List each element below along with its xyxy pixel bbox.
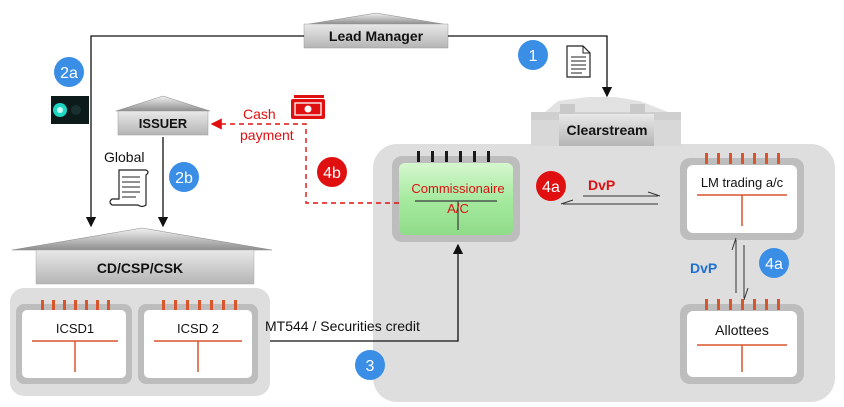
global-note-scroll-icon (109, 169, 149, 208)
cash-label: Cash (243, 106, 276, 122)
issuer-building: ISSUER (115, 95, 211, 136)
commissionaire-label: Commissionaire (411, 181, 504, 196)
svg-text:2b: 2b (175, 170, 193, 187)
clearstream-label: Clearstream (567, 122, 648, 138)
step-badge-4a-allottees: 4a (759, 248, 789, 278)
commissionaire-ac-label: A/C (447, 201, 469, 216)
dvp-horizontal-arrows (560, 191, 661, 205)
lm-trading-account: LM trading a/c (680, 153, 804, 240)
icsd1-account: ICSD1 (16, 300, 132, 384)
icsd1-label: ICSD1 (56, 321, 94, 336)
arrow-cash-payment (210, 118, 399, 204)
lead-manager-label: Lead Manager (329, 28, 424, 44)
document-icon (566, 45, 591, 78)
dvp-vertical-label: DvP (690, 260, 717, 276)
payment-label: payment (240, 127, 294, 143)
step-badge-3: 3 (355, 350, 385, 380)
dvp-horizontal-label: DvP (588, 177, 615, 193)
svg-text:2a: 2a (60, 65, 78, 82)
icsd2-account: ICSD 2 (138, 300, 258, 384)
traffic-light-icon (51, 96, 89, 124)
cash-icon (291, 95, 325, 119)
dvp-vertical-arrows (731, 237, 749, 301)
commissionaire-account: Commissionaire A/C (392, 151, 520, 242)
allottees-account: Allottees (680, 299, 804, 384)
lead-manager-building: Lead Manager (303, 12, 449, 49)
arrow-mt544-to-commissionaire (270, 243, 464, 342)
svg-text:4b: 4b (323, 165, 341, 182)
arrow-lead-manager-to-clearstream (448, 35, 613, 98)
svg-text:3: 3 (366, 358, 375, 375)
mt544-label: MT544 / Securities credit (265, 318, 420, 334)
cd-csp-csk-building: CD/CSP/CSK (11, 227, 273, 285)
allottees-label: Allottees (715, 322, 769, 338)
step-badge-4a-dvp: 4a (536, 171, 566, 201)
issuer-label: ISSUER (139, 116, 188, 131)
step-badge-2b: 2b (169, 162, 199, 192)
arrow-lead-manager-to-cd (85, 35, 304, 228)
global-label: Global (104, 149, 144, 165)
svg-text:4a: 4a (542, 179, 560, 196)
icsd2-label: ICSD 2 (177, 321, 219, 336)
step-badge-2a: 2a (54, 57, 84, 87)
svg-text:1: 1 (529, 48, 538, 65)
lm-trading-label: LM trading a/c (701, 175, 784, 190)
step-badge-1: 1 (518, 40, 548, 70)
clearstream-building: Clearstream (531, 97, 681, 146)
step-badge-4b: 4b (317, 157, 347, 187)
svg-text:4a: 4a (765, 256, 783, 273)
cd-csp-csk-label: CD/CSP/CSK (97, 260, 183, 276)
